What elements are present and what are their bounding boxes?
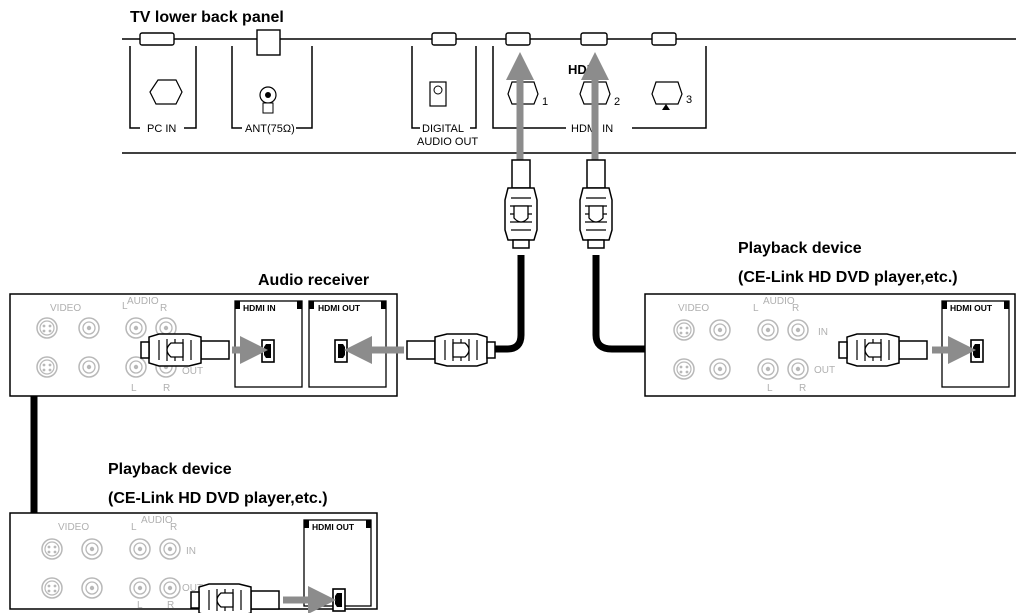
pc-in-port: PC IN: [129, 46, 197, 135]
svg-text:L: L: [753, 303, 759, 314]
svg-text:R: R: [799, 383, 806, 394]
hdmi-socket-icon: [332, 588, 346, 612]
svg-text:R: R: [792, 303, 799, 314]
audio-receiver: Audio receiver VIDEO L AUDIO R IN OUT L …: [9, 272, 404, 397]
playback-right-title-2: (CE-Link HD DVD player,etc.): [738, 269, 958, 286]
receiver-hdmi-out: HDMI OUT: [308, 300, 387, 388]
hdmi-port-2: 2: [579, 81, 620, 108]
svg-text:2: 2: [614, 96, 620, 108]
svg-text:L: L: [131, 522, 137, 533]
svg-text:AUDIO: AUDIO: [763, 296, 795, 307]
playback-device-bottom: Playback device (CE-Link HD DVD player,e…: [9, 461, 378, 613]
hdmi-plug-icon: [579, 159, 613, 249]
svg-text:L: L: [137, 600, 143, 611]
svg-text:R: R: [170, 522, 177, 533]
svg-text:IN: IN: [186, 546, 196, 557]
svg-text:AUDIO: AUDIO: [127, 296, 159, 307]
vga-connector-icon: [149, 79, 183, 105]
svg-text:IN: IN: [818, 327, 828, 338]
audio-receiver-title: Audio receiver: [258, 272, 369, 289]
receiver-hdmi-in: HDMI IN: [234, 300, 303, 388]
playback-bottom-title-1: Playback device: [108, 461, 232, 478]
svg-text:OUT: OUT: [182, 583, 203, 594]
pc-in-label: PC IN: [147, 123, 176, 135]
svg-text:AUDIO: AUDIO: [141, 515, 173, 526]
svg-text:HDMI OUT: HDMI OUT: [312, 522, 355, 532]
hdmi-plug-icon: [504, 159, 538, 249]
hdmi-socket-icon: [334, 339, 348, 363]
hdmi-connector-icon: [651, 81, 683, 105]
digital-label: DIGITAL: [422, 123, 464, 135]
playback-device-right: Playback device (CE-Link HD DVD player,e…: [644, 240, 1016, 397]
svg-text:VIDEO: VIDEO: [50, 303, 81, 314]
svg-text:HDMI OUT: HDMI OUT: [318, 303, 361, 313]
svg-text:HDMI IN: HDMI IN: [243, 303, 276, 313]
svg-text:R: R: [167, 600, 174, 611]
svg-text:HDMI OUT: HDMI OUT: [950, 303, 993, 313]
svg-text:VIDEO: VIDEO: [678, 303, 709, 314]
svg-text:L: L: [131, 383, 137, 394]
svg-text:1: 1: [542, 96, 548, 108]
hdmi-port-3: 3: [651, 81, 692, 110]
playback-bottom-title-2: (CE-Link HD DVD player,etc.): [108, 490, 328, 507]
digital-audio-out-port: DIGITAL AUDIO OUT: [411, 46, 478, 148]
playback-right-title-1: Playback device: [738, 240, 862, 257]
tv-panel: TV lower back panel PC IN ANT(75Ω): [122, 9, 1016, 160]
hdmi-plug-icon: [406, 333, 496, 367]
hdmi-socket-icon: [970, 339, 984, 363]
svg-text:OUT: OUT: [182, 366, 203, 377]
hdmi-port-1: 1: [507, 81, 548, 108]
right-hdmi-out: HDMI OUT: [941, 300, 1010, 388]
hdmi-in-group: HDMI 1 2 3 HDMI IN: [492, 46, 707, 135]
audio-out-label: AUDIO OUT: [417, 136, 478, 148]
tv-panel-title: TV lower back panel: [130, 9, 284, 26]
svg-text:R: R: [163, 383, 170, 394]
svg-text:3: 3: [686, 94, 692, 106]
svg-text:R: R: [160, 303, 167, 314]
ant-label: ANT(75Ω): [245, 123, 295, 135]
ant-port: ANT(75Ω): [231, 46, 313, 135]
svg-text:VIDEO: VIDEO: [58, 522, 89, 533]
svg-text:OUT: OUT: [814, 365, 835, 376]
svg-text:L: L: [767, 383, 773, 394]
hdmi-socket-icon: [261, 339, 275, 363]
svg-text:L: L: [122, 301, 128, 312]
